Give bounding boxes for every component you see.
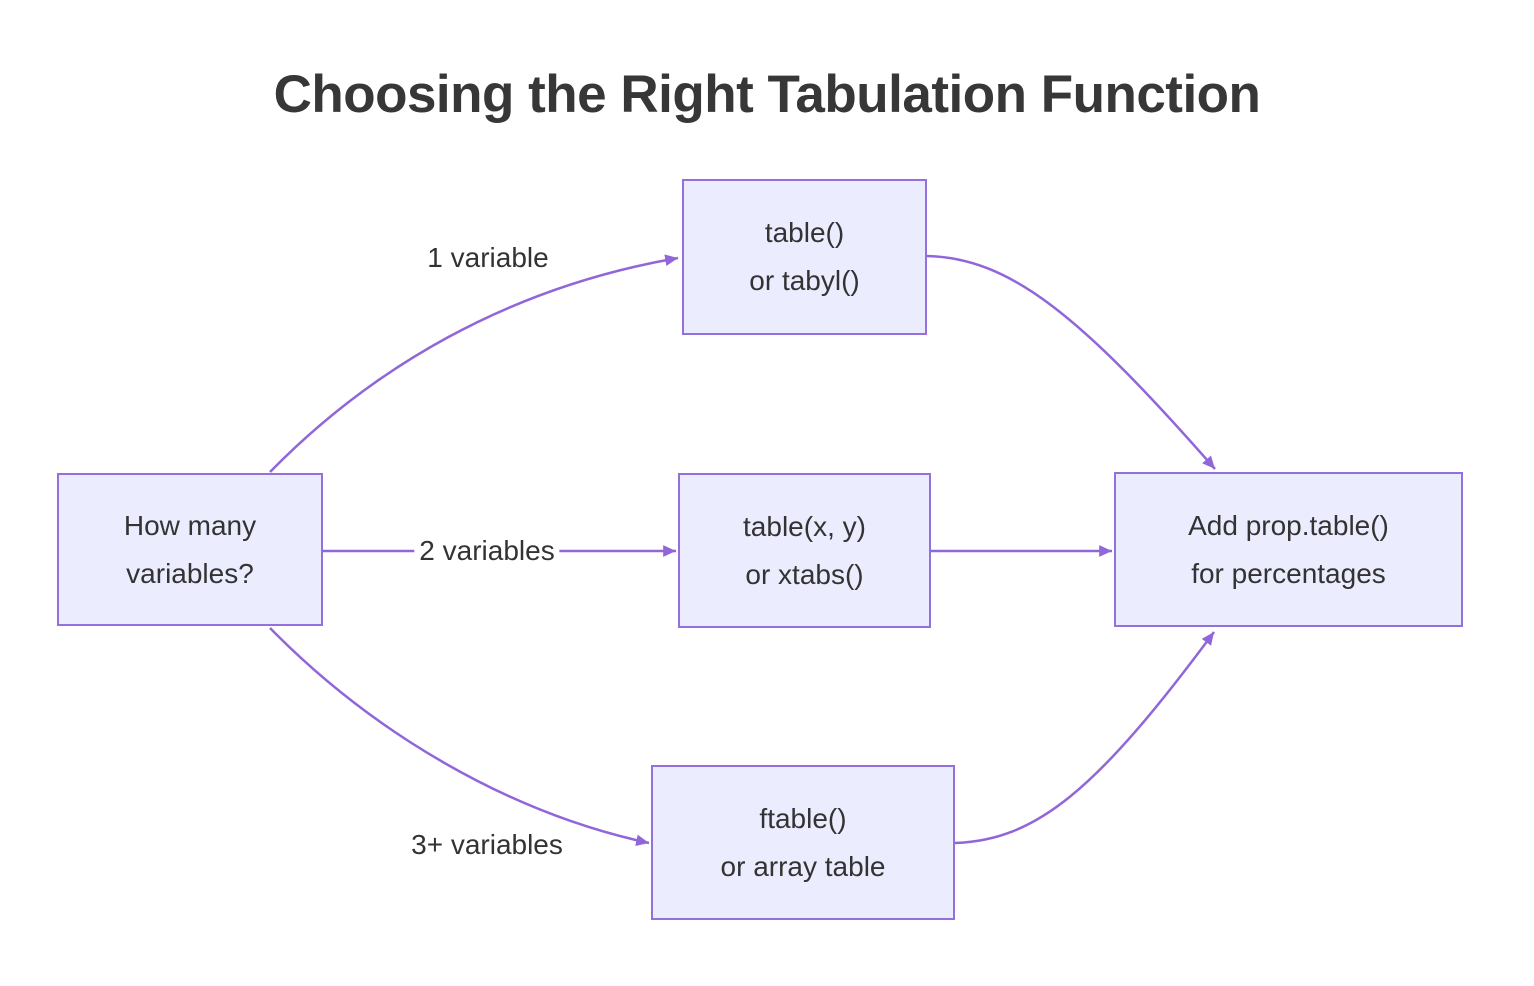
node-table-xy-or-xtabs: table(x, y) or xtabs() (678, 473, 931, 628)
node-text-line: table(x, y) (743, 510, 866, 542)
node-text-line: Add prop.table() (1188, 509, 1389, 541)
edge-label-3plus-variables: 3+ variables (406, 828, 568, 862)
edge-decision-to-three-var (269, 627, 650, 846)
node-text-line: ftable() (759, 802, 847, 834)
edge-one-var-to-result (926, 254, 1216, 470)
edge-three-var-to-result (954, 631, 1216, 845)
node-ftable-or-array-table: ftable() or array table (651, 765, 955, 920)
edge-label-1-variable: 1 variable (422, 241, 554, 275)
node-text-line: table() (764, 217, 845, 248)
node-text-line: or array table (720, 850, 886, 882)
node-add-prop-table: Add prop.table() for percentages (1114, 472, 1463, 627)
diagram-title: Choosing the Right Tabulation Function (273, 65, 1261, 124)
edge-decision-to-one-var (269, 254, 679, 473)
node-how-many-variables: How many variables? (57, 473, 323, 626)
node-text-line: How many (123, 509, 257, 541)
node-text-line: for percentages (1191, 557, 1386, 589)
edge-label-2-variables: 2 variables (414, 534, 560, 568)
node-text-line: or tabyl() (749, 265, 860, 296)
node-text-line: or xtabs() (745, 558, 864, 590)
node-text-line: variables? (126, 557, 254, 589)
node-table-or-tabyl: table() or tabyl() (682, 179, 927, 335)
